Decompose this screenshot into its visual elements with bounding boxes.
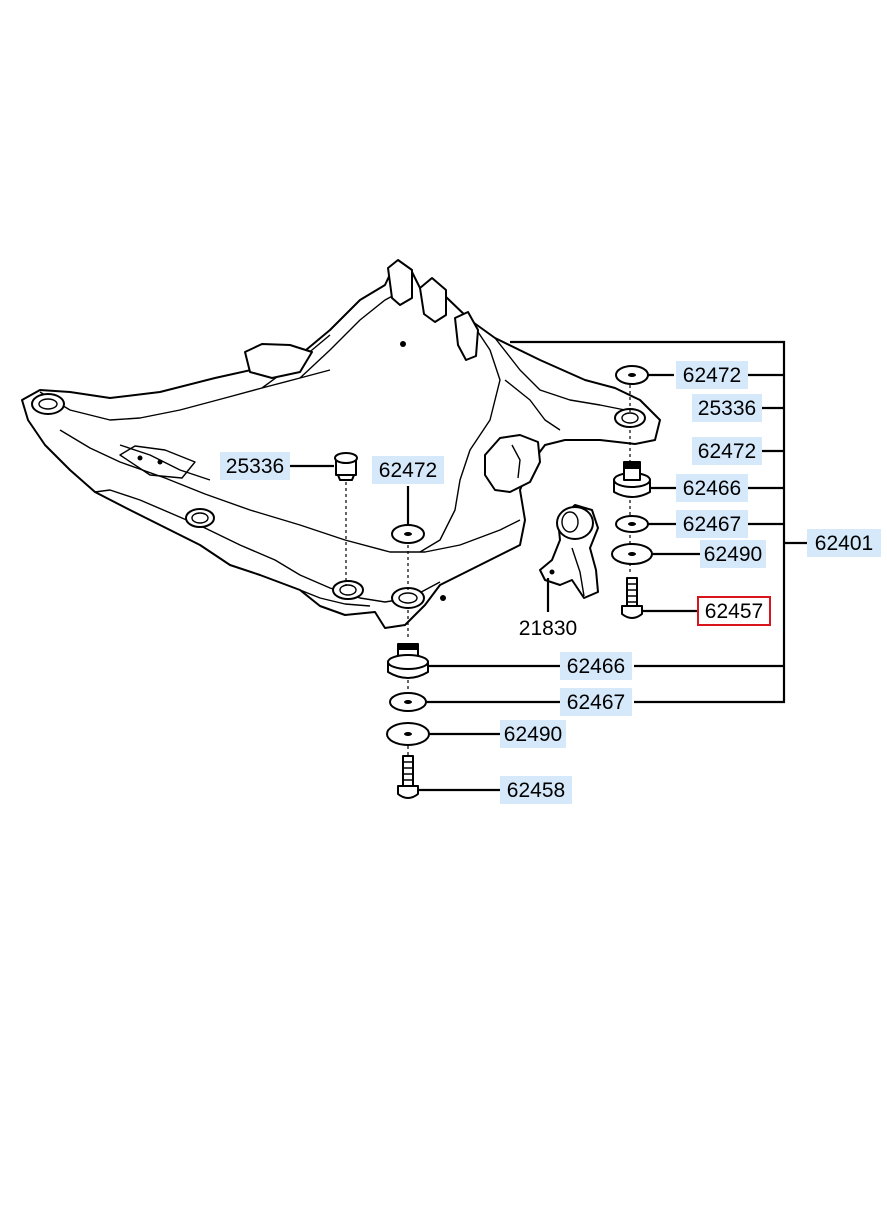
svg-text:62467: 62467 — [683, 513, 741, 536]
label-62401-assembly[interactable]: 62401 — [807, 529, 881, 557]
label-62467-left[interactable]: 62467 — [560, 688, 632, 716]
label-62466-left[interactable]: 62466 — [560, 652, 632, 680]
label-62467-right[interactable]: 62467 — [676, 510, 748, 538]
svg-text:62401: 62401 — [815, 532, 873, 555]
label-62466-right[interactable]: 62466 — [676, 474, 748, 502]
svg-text:62490: 62490 — [704, 543, 762, 566]
label-62457-highlighted[interactable]: 62457 — [697, 596, 771, 626]
svg-text:62458: 62458 — [507, 779, 565, 802]
svg-text:25336: 25336 — [226, 455, 284, 478]
svg-text:25336: 25336 — [698, 397, 756, 420]
front-crossmember-drawing — [21, 259, 661, 629]
label-62490-left[interactable]: 62490 — [500, 720, 566, 748]
svg-text:62472: 62472 — [683, 364, 741, 387]
label-62472-right[interactable]: 62472 — [692, 437, 762, 465]
svg-text:62467: 62467 — [567, 691, 625, 714]
svg-text:62466: 62466 — [683, 477, 741, 500]
svg-text:62472: 62472 — [698, 440, 756, 463]
label-25336-left[interactable]: 25336 — [220, 452, 290, 480]
label-62472-left[interactable]: 62472 — [372, 456, 444, 484]
svg-text:62490: 62490 — [504, 723, 562, 746]
svg-text:62466: 62466 — [567, 655, 625, 678]
leader-lines — [290, 340, 807, 792]
label-62490-right[interactable]: 62490 — [700, 540, 766, 568]
svg-text:21830: 21830 — [519, 617, 577, 640]
label-25336-right[interactable]: 25336 — [692, 394, 762, 422]
svg-text:62472: 62472 — [379, 459, 437, 482]
label-62472-top-right[interactable]: 62472 — [676, 361, 748, 389]
label-62458-left[interactable]: 62458 — [500, 776, 572, 804]
mount-bracket-21830-drawing — [539, 504, 599, 599]
label-21830-bracket[interactable]: 21830 — [512, 614, 584, 642]
svg-text:62457: 62457 — [705, 600, 763, 623]
